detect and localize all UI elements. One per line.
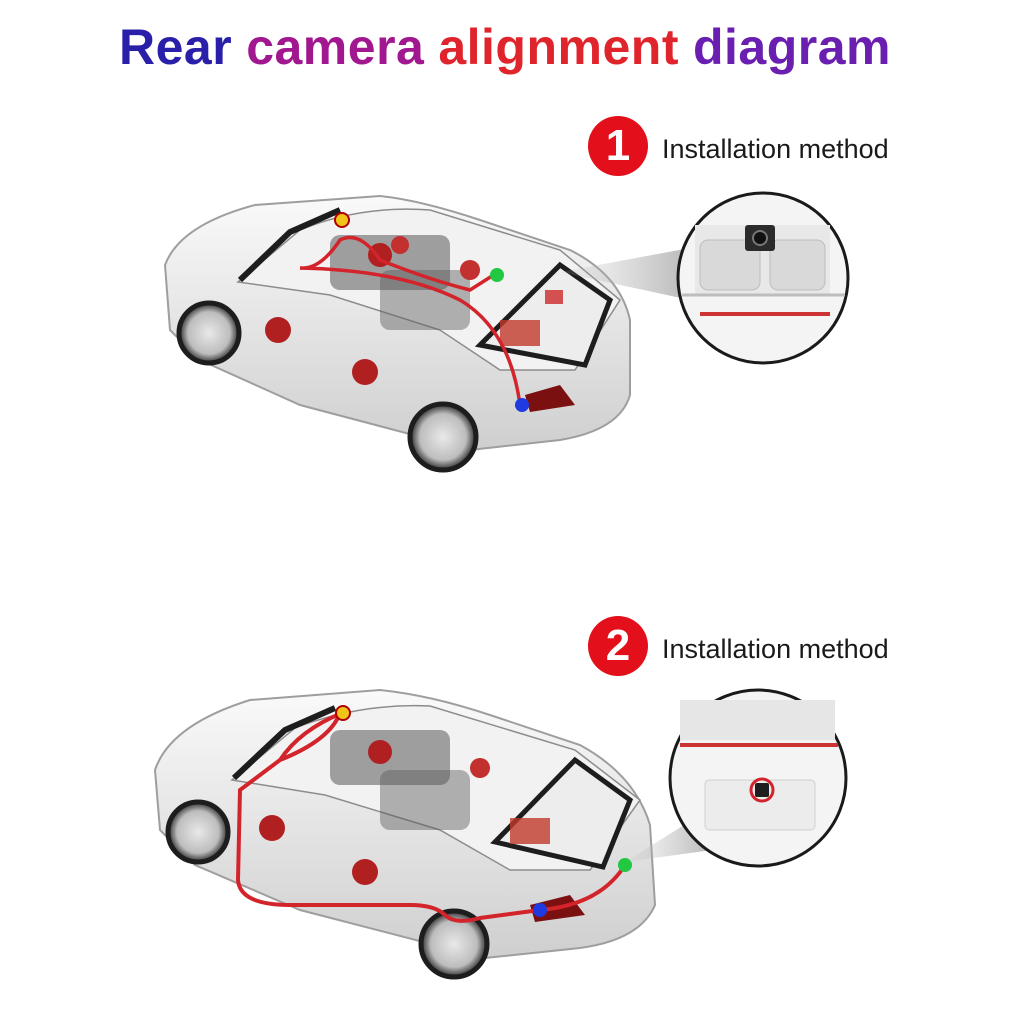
- node-green-1: [490, 268, 504, 282]
- node-blue-2: [533, 903, 547, 917]
- title-word-alignment: alignment: [438, 19, 679, 75]
- car-cutaway-1-icon: [163, 194, 631, 473]
- step-1-label: Installation method: [662, 134, 889, 164]
- rear-camera-detail-1-icon: [676, 191, 850, 365]
- title-word-diagram: diagram: [692, 19, 891, 75]
- title-word-rear: Rear: [119, 19, 233, 75]
- title-word-camera: camera: [246, 19, 425, 75]
- node-yellow-1: [334, 212, 350, 228]
- step-2-label: Installation method: [662, 634, 889, 664]
- rear-camera-detail-2-icon: [668, 688, 848, 868]
- car-cutaway-2-icon: [153, 688, 657, 980]
- zoom-beam-1: [560, 248, 690, 300]
- node-blue-1: [515, 398, 529, 412]
- step-2-badge: 2: [588, 616, 648, 676]
- node-yellow-2: [335, 705, 351, 721]
- step-1-badge: 1: [588, 116, 648, 176]
- cable-route-1: [299, 235, 522, 406]
